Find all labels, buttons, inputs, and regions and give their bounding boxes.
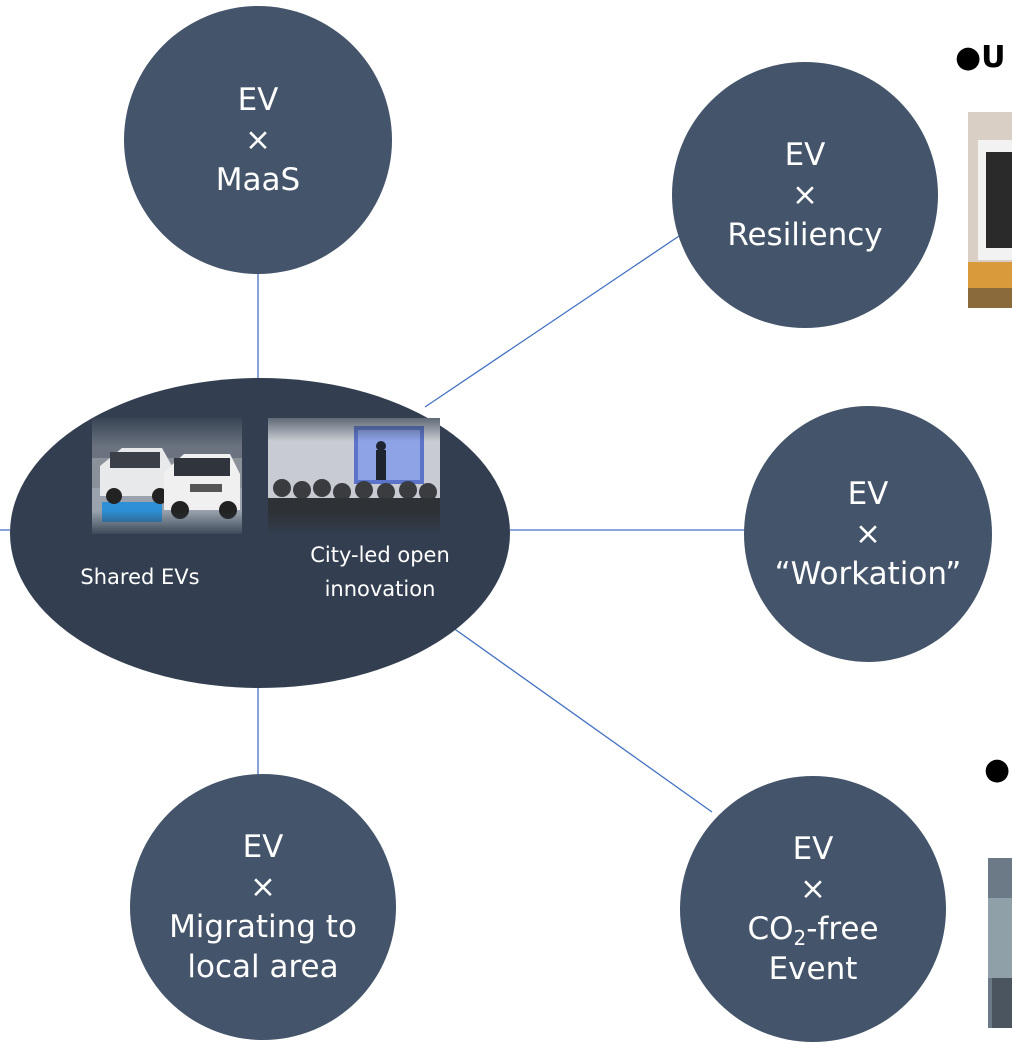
co2-subscript: 2 [793,926,807,950]
node-label-ev: EV [847,476,889,512]
node-ev-workation: EV × “Workation” [744,406,992,662]
node-ev-co2-free-event: EV × CO2-free Event [680,776,946,1042]
node-label-times: × [800,871,826,907]
co2-suffix: -free [806,911,879,947]
open-innovation-photo [268,418,440,534]
connector-resiliency [424,229,689,408]
laptop-image [968,112,1012,308]
node-label-ev: EV [792,831,834,867]
side-photo-top [968,112,1012,308]
node-label-topic: CO2-free [747,909,878,949]
node-label-ev: EV [242,829,284,865]
seminar-image [268,418,440,534]
co2-prefix: CO [747,911,794,947]
node-label-times: × [245,122,271,158]
node-label-ev: EV [784,137,826,173]
node-label-topic: “Workation” [774,556,962,592]
event-image [988,858,1012,1028]
node-ev-migrating: EV × Migrating to local area [130,774,396,1040]
node-ev-resiliency: EV × Resiliency [672,62,938,328]
node-ev-maas: EV × MaaS [124,6,392,274]
node-label-topic-2: local area [187,949,339,985]
node-label-topic-2: Event [768,951,858,987]
car-image [92,418,242,534]
node-label-times: × [855,516,881,552]
node-label-times: × [792,177,818,213]
side-photo-bottom [988,858,1012,1028]
node-label-ev: EV [237,82,279,118]
open-innovation-label-line2: innovation [324,577,436,601]
hub-ellipse: Shared EVs City-led open innovation [10,378,510,688]
node-label-topic: Migrating to [169,909,357,945]
node-label-times: × [250,869,276,905]
shared-evs-label: Shared EVs [80,565,200,589]
shared-evs-photo [92,418,242,534]
node-label-topic: Resiliency [727,217,883,253]
node-label-topic: MaaS [215,162,301,198]
bullet-heading-bottom: ● [984,752,1011,787]
open-innovation-label-line1: City-led open [310,543,450,567]
connector-co2 [441,619,713,813]
bullet-heading-top: ●U [955,40,1006,75]
open-innovation-label: City-led open innovation [280,538,480,606]
